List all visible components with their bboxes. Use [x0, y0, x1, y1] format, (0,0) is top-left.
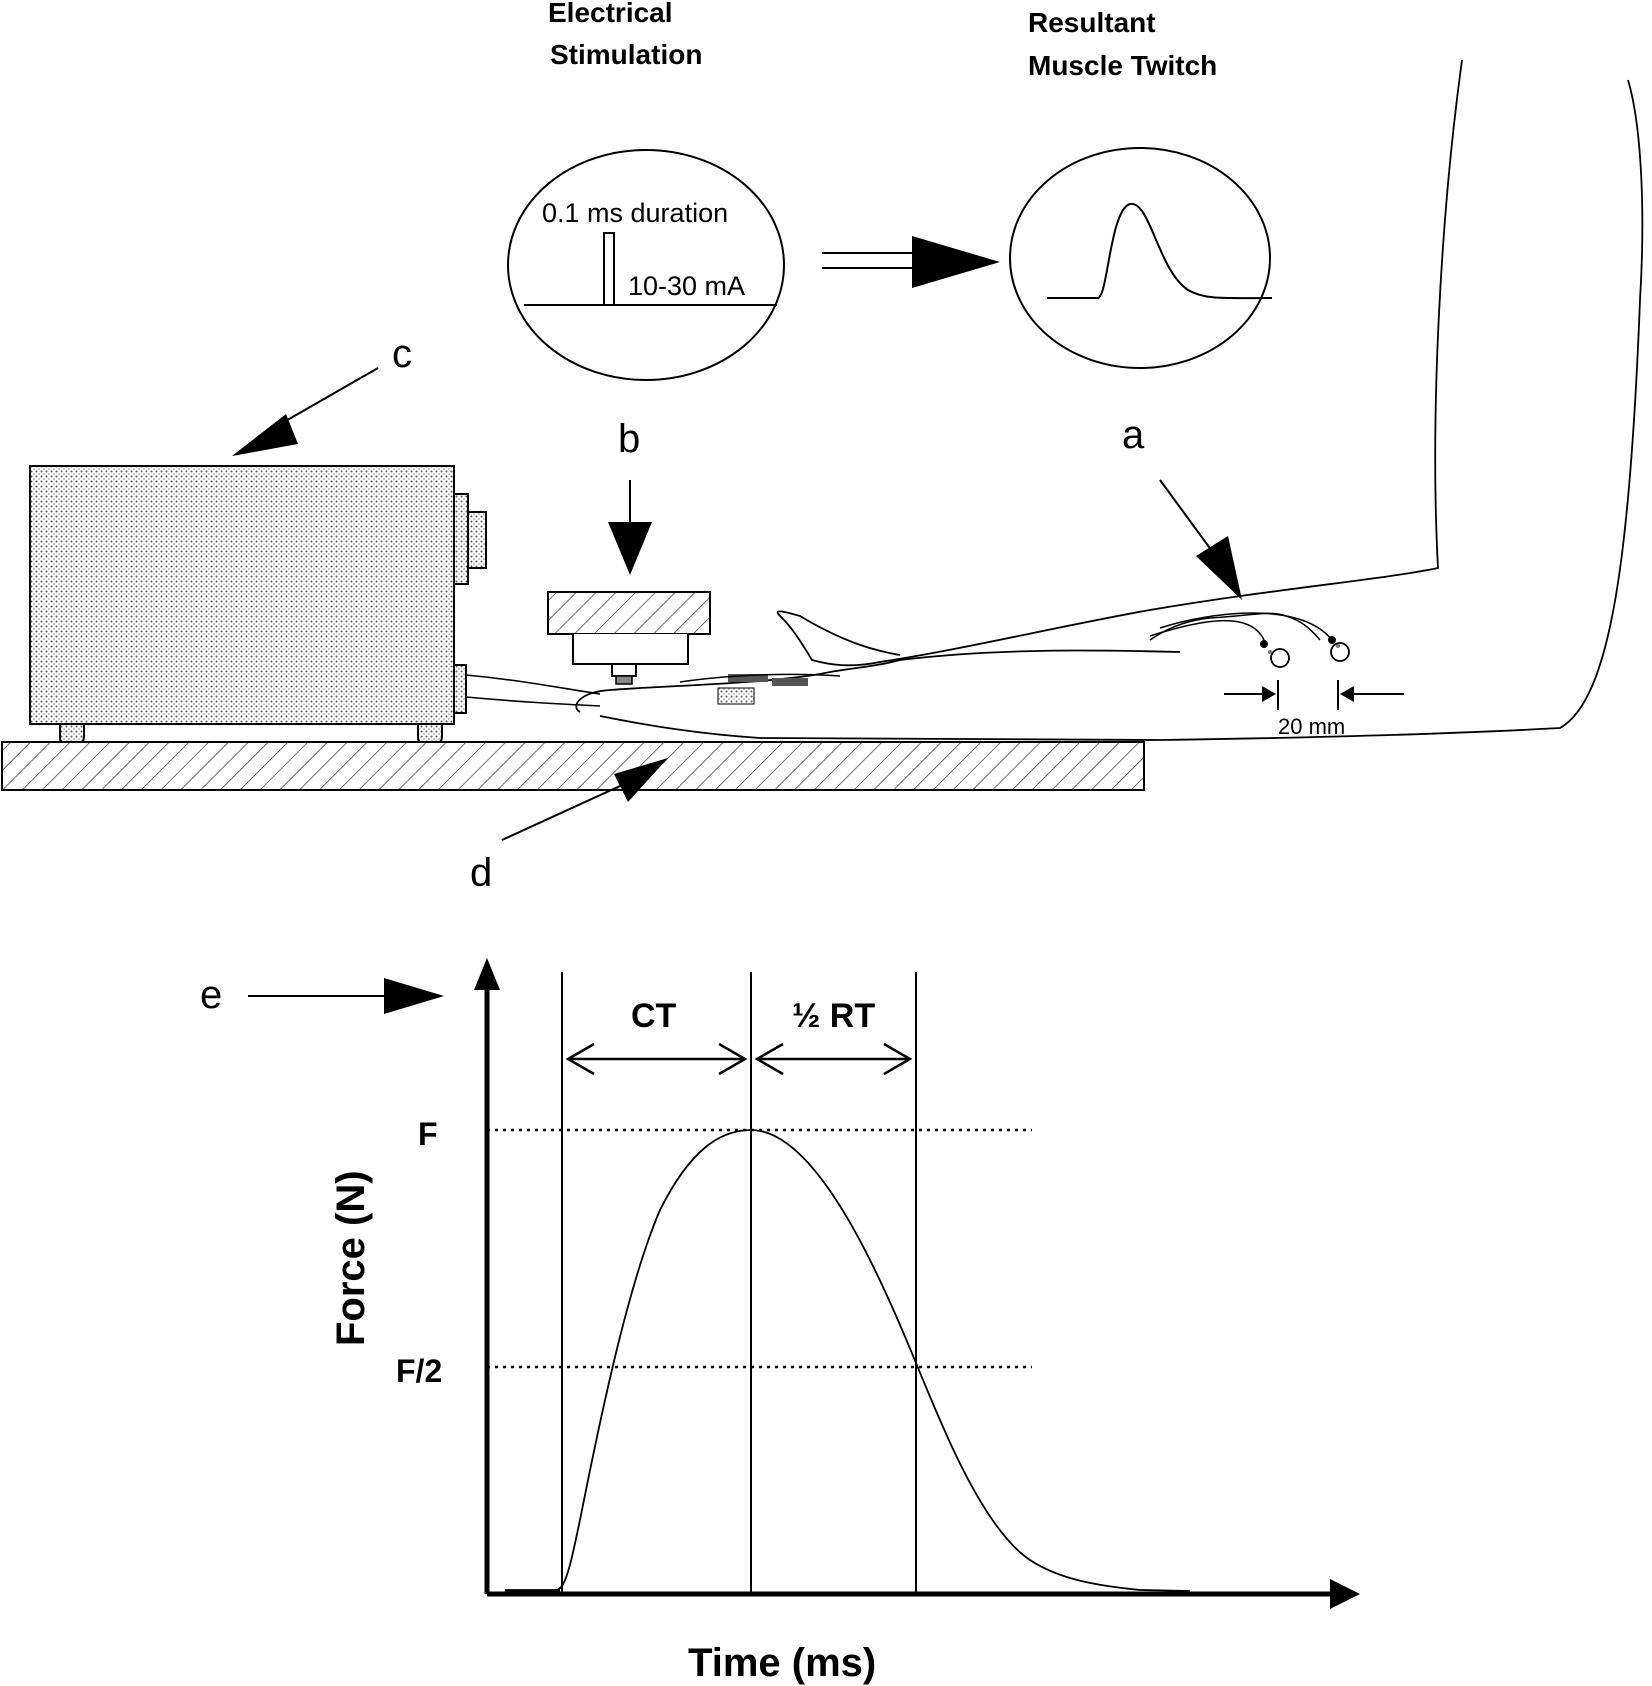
peak-force-label: F: [418, 1116, 438, 1152]
stimulator-knob: [453, 493, 469, 585]
twitch-panel: [1009, 147, 1273, 369]
callout-a-arrow-icon: [1159, 479, 1242, 600]
y-axis-label: Force (N): [329, 1170, 373, 1346]
callout-e-arrow-icon: [248, 978, 444, 1014]
stimulator-box: [29, 465, 487, 745]
ct-interval-arrow-icon: [565, 1042, 748, 1076]
stim-title-line2: Stimulation: [550, 39, 702, 70]
callout-c-arrow-icon: [232, 367, 379, 456]
force-transducer: [547, 591, 711, 685]
stimulation-pulse: [603, 232, 615, 305]
callout-b-arrow-icon: [608, 480, 652, 575]
electrode-wires: [1149, 612, 1333, 641]
stim-title-line1: Electrical: [548, 0, 673, 28]
callout-c: c: [392, 332, 412, 376]
transducer-body: [572, 634, 689, 665]
spacing-indicator: [1224, 680, 1404, 710]
pulse-duration-label: 0.1 ms duration: [542, 198, 728, 228]
twitch-title-line1: Resultant: [1028, 7, 1156, 38]
half-rt-interval-arrow-icon: [754, 1042, 913, 1076]
callout-a: a: [1122, 413, 1145, 457]
transducer-tip: [615, 675, 633, 685]
finger-electrode-2: [772, 678, 808, 686]
half-force-label: F/2: [396, 1353, 442, 1389]
recording-electrode-distal: [1328, 636, 1350, 662]
transducer-stem: [611, 663, 637, 677]
twitch-title-line2: Muscle Twitch: [1028, 50, 1217, 81]
finger-electrode-3: [717, 687, 755, 705]
x-axis-arrowhead-icon: [1330, 1579, 1360, 1609]
twitch-curve: [1047, 202, 1273, 300]
callout-d: d: [470, 851, 492, 895]
force-time-graph: CT ½ RT F F/2 Force (N) Time (ms): [329, 958, 1360, 1685]
table-board: [1, 741, 1145, 791]
finger-strap: [679, 673, 841, 683]
y-axis-arrowhead-icon: [474, 958, 500, 990]
hand-outline: [575, 649, 1181, 741]
double-arrow-icon: [822, 236, 1000, 288]
thumb-outline: [1149, 612, 1321, 641]
stimulator-knob-cap: [467, 511, 487, 569]
finger-electrode-1: [728, 674, 768, 682]
stimulator-cable-upper: [465, 674, 601, 695]
transducer-plate: [547, 591, 711, 635]
stimulation-panel: 0.1 ms duration 10-30 mA: [507, 149, 785, 381]
arm-outline: [776, 59, 1463, 667]
stimulation-oval: [507, 149, 785, 381]
stimulator-connector: [453, 664, 467, 714]
pulse-current-label: 10-30 mA: [628, 271, 745, 301]
force-curve: [505, 1129, 1191, 1592]
forearm-underside: [1159, 79, 1644, 741]
x-axis-label: Time (ms): [688, 1641, 876, 1685]
electrode-spacing-label: 20 mm: [1278, 714, 1345, 739]
twitch-oval: [1009, 147, 1271, 369]
callout-d-arrow-icon: [501, 758, 668, 841]
ct-label: CT: [631, 997, 677, 1035]
callout-e: e: [200, 973, 222, 1017]
stimulator-cable-lower: [465, 696, 601, 707]
callout-b: b: [618, 417, 640, 461]
half-rt-label: ½ RT: [792, 997, 875, 1035]
recording-electrode-proximal: [1260, 640, 1290, 668]
